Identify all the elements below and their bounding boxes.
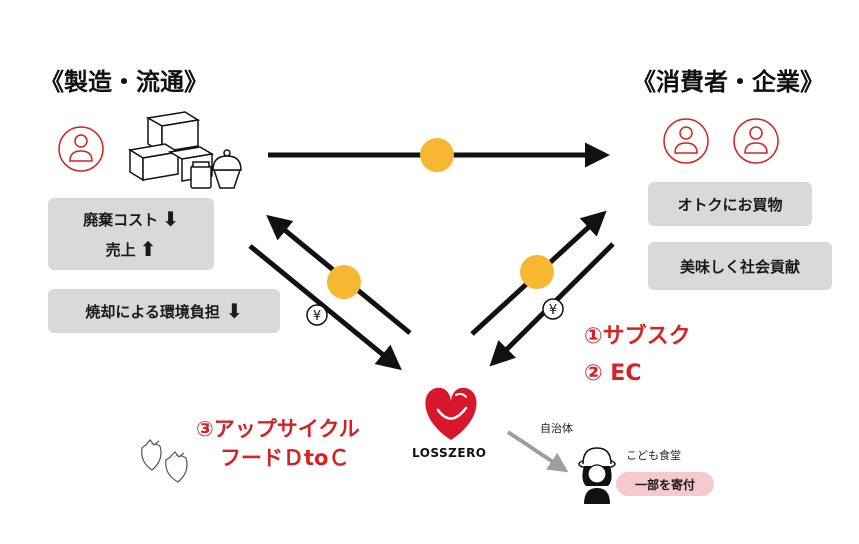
strawberry-icon [142, 440, 187, 482]
dtoc-label: フードＤtoＣ [220, 442, 349, 472]
kids-cafeteria-label: こども食堂 [626, 447, 681, 463]
waste-cost-label: 廃棄コスト [83, 209, 158, 230]
social-contribution-label: 美味しく社会貢献 [680, 256, 800, 277]
up-arrow-icon: ⬆ [140, 237, 157, 261]
ec-label: ② EC [584, 361, 641, 386]
svg-text:¥: ¥ [313, 309, 321, 324]
losszero-heart-logo [425, 388, 476, 440]
producer-person-icon [59, 127, 103, 171]
value-coin-right [520, 255, 554, 289]
incineration-box: 焼却による環境負担 ⬇ [48, 289, 280, 333]
bargain-shopping-box: オトクにお買物 [648, 182, 812, 226]
bargain-shopping-label: オトクにお買物 [677, 194, 782, 215]
boxes-food-icon [130, 112, 241, 188]
down-arrow-icon: ⬇ [226, 299, 243, 323]
yen-icon-left: ¥ [307, 305, 327, 325]
donate-label: 一部を寄付 [635, 476, 695, 493]
child-icon [579, 448, 615, 504]
incineration-label: 焼却による環境負担 [85, 301, 220, 322]
sales-label: 売上 [106, 239, 136, 260]
consumer-person-icon [664, 119, 708, 163]
value-coin-left [327, 265, 361, 299]
svg-text:¥: ¥ [549, 303, 557, 318]
losszero-logo-text: LOSSZERO [412, 446, 487, 460]
municipality-label: 自治体 [540, 420, 573, 436]
down-arrow-icon: ⬇ [162, 207, 179, 231]
subscription-label: ①サブスク [584, 318, 691, 350]
company-person-icon [734, 119, 778, 163]
donate-pill: 一部を寄付 [616, 472, 714, 496]
upcycle-label: ③アップサイクル [196, 413, 360, 443]
social-contribution-box: 美味しく社会貢献 [648, 242, 832, 290]
value-coin-top [420, 138, 454, 172]
yen-icon-right: ¥ [543, 299, 563, 319]
donation-arrow [508, 432, 565, 470]
waste-cost-box: 廃棄コスト⬇ 売上⬆ [48, 198, 214, 270]
